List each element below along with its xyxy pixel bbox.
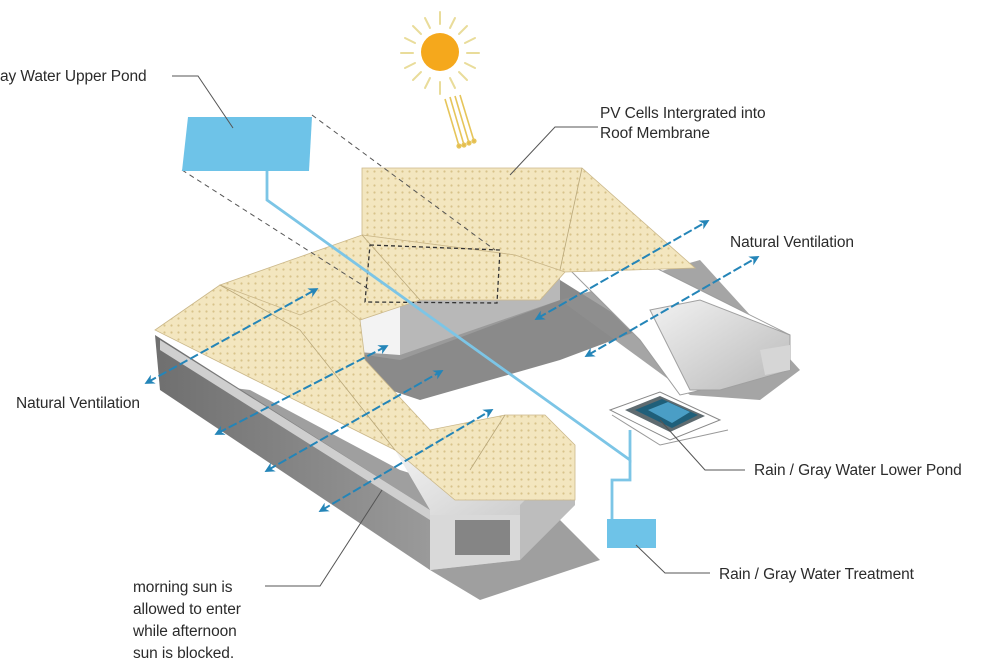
label-upper-pond: ay Water Upper Pond xyxy=(0,68,147,85)
label-morning-sun-2: allowed to enter xyxy=(133,601,241,618)
double-arrow-icon xyxy=(318,408,494,513)
label-lower-pond: Rain / Gray Water Lower Pond xyxy=(754,462,962,479)
water-pipe xyxy=(265,171,632,463)
sunlight-rays-icon xyxy=(444,94,477,149)
label-natural-ventilation-left: Natural Ventilation xyxy=(16,395,140,412)
label-morning-sun-4: sun is blocked. xyxy=(133,645,235,662)
double-arrow-icon xyxy=(584,255,760,358)
lower-pond xyxy=(608,391,729,446)
label-pv-cells-line1: PV Cells Intergrated into xyxy=(600,105,766,122)
projection-lines xyxy=(181,114,501,304)
double-arrow-icon xyxy=(214,345,389,435)
label-morning-sun-1: morning sun is xyxy=(133,579,233,596)
ventilation-arrows xyxy=(144,220,760,513)
upper-pond xyxy=(182,117,312,171)
label-morning-sun-3: while afternoon xyxy=(133,623,237,640)
leader-lines xyxy=(172,75,745,587)
treatment-tank xyxy=(607,519,656,548)
double-arrow-icon xyxy=(144,288,319,384)
label-treatment: Rain / Gray Water Treatment xyxy=(719,566,914,583)
water-pipe-branch xyxy=(610,460,632,520)
label-natural-ventilation-right: Natural Ventilation xyxy=(730,234,854,251)
sun-icon xyxy=(400,11,480,95)
label-pv-cells-line2: Roof Membrane xyxy=(600,125,710,142)
